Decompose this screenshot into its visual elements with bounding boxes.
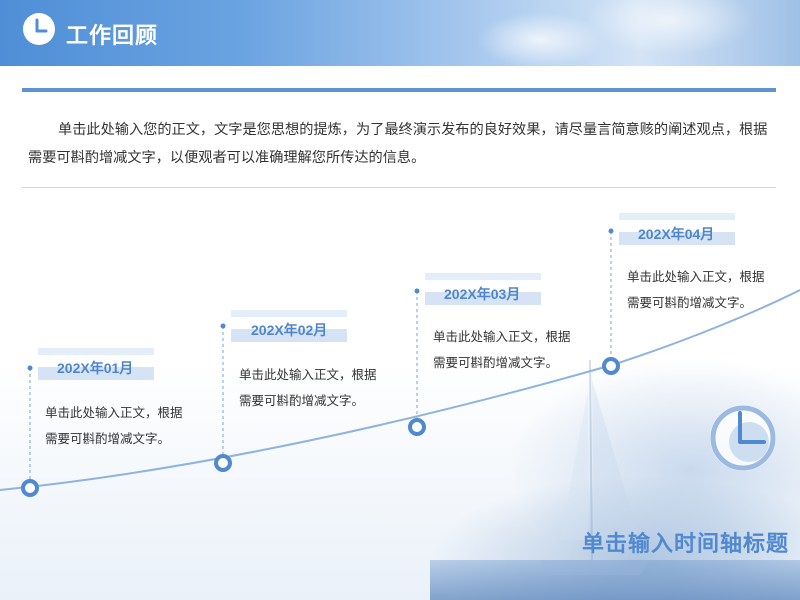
timeline-curve [0, 289, 800, 491]
page-title: 工作回顾 [66, 24, 159, 49]
timeline-date-4: 202X年04月 [638, 226, 715, 242]
timeline-node-2 [214, 454, 232, 472]
timeline-node-1 [21, 479, 39, 497]
clock-icon [23, 13, 55, 45]
intro-text: 单击此处输入您的正文，文字是您思想的提炼，为了最终演示发布的良好效果，请尽量言简… [28, 122, 768, 166]
intro-text-box[interactable]: 单击此处输入您的正文，文字是您思想的提炼，为了最终演示发布的良好效果，请尽量言简… [22, 88, 776, 188]
timeline-text-1[interactable]: 单击此处输入正文，根据需要可斟酌增减文字。 [45, 405, 183, 446]
date-bar-1 [38, 348, 154, 380]
header-cloud-decoration [420, 0, 800, 66]
timeline-nodes [21, 357, 620, 497]
timeline-date-3: 202X年03月 [444, 286, 521, 302]
header-band [0, 0, 800, 66]
large-clock-icon [710, 405, 776, 471]
timeline-node-4 [602, 357, 620, 375]
sea-background [430, 560, 800, 600]
timeline-text-3[interactable]: 单击此处输入正文，根据需要可斟酌增减文字。 [433, 329, 571, 370]
timeline-text-4[interactable]: 单击此处输入正文，根据需要可斟酌增减文字。 [627, 269, 765, 310]
date-bar-2 [231, 310, 347, 342]
date-bar-4 [619, 213, 735, 245]
timeline-date-2: 202X年02月 [251, 322, 328, 338]
sailboat-decoration [540, 359, 650, 575]
date-bar-3 [425, 273, 541, 305]
timeline-node-3 [408, 418, 426, 436]
timeline-title[interactable]: 单击输入时间轴标题 [582, 532, 790, 557]
timeline-date-1: 202X年01月 [57, 360, 134, 376]
timeline-text-2[interactable]: 单击此处输入正文，根据需要可斟酌增减文字。 [239, 367, 377, 408]
